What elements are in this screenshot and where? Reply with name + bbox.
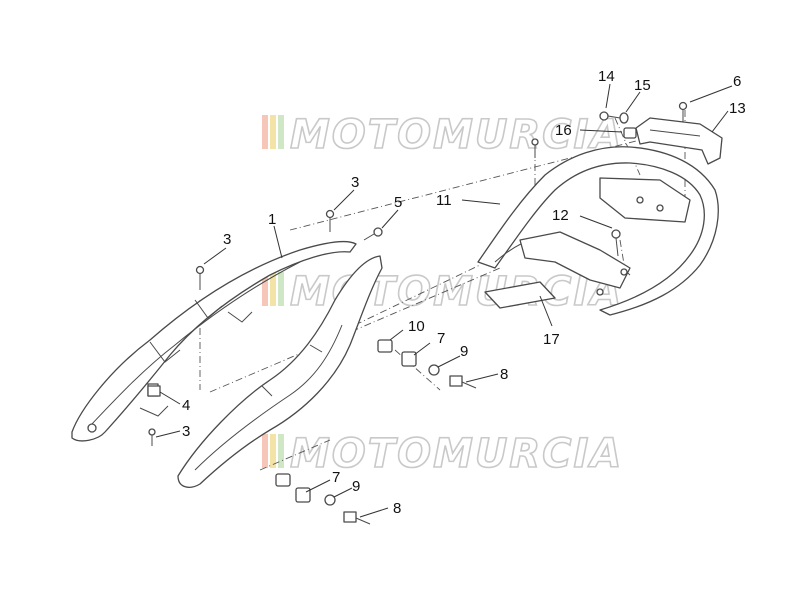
rear-luggage-rack [477, 146, 719, 316]
callout-labels: 14 15 6 13 16 11 12 17 3 5 1 3 10 7 9 8 … [182, 68, 746, 517]
screw-icon [148, 428, 156, 446]
callout-12: 12 [552, 207, 569, 224]
watermark-middle: MOTOMURCIA [262, 268, 622, 316]
screw-icon [363, 227, 383, 241]
bushing-icon [295, 487, 311, 503]
rack-label-plate [484, 281, 556, 309]
spacer-icon [623, 127, 637, 139]
callout-15: 15 [634, 77, 651, 94]
watermark-bottom: MOTOMURCIA [262, 430, 623, 478]
watermark-top: MOTOMURCIA [262, 111, 623, 159]
callout-1: 1 [268, 211, 276, 228]
callout-17: 17 [543, 331, 560, 348]
washer-icon [619, 112, 629, 124]
rack-handle-grip [635, 117, 723, 165]
left-side-fairing [71, 240, 357, 442]
callout-8: 8 [500, 366, 508, 383]
screw-icon [531, 138, 539, 158]
spacer-icon [275, 473, 291, 487]
callout-16: 16 [555, 122, 572, 139]
callout-3: 3 [351, 174, 359, 191]
spacer-icon [377, 339, 393, 353]
screw-icon [599, 111, 621, 121]
bolt-icon [343, 511, 371, 525]
screw-icon [195, 265, 205, 290]
washer-icon [428, 364, 440, 376]
callout-3: 3 [223, 231, 231, 248]
callout-3: 3 [182, 423, 190, 440]
callout-14: 14 [598, 68, 615, 85]
callout-9: 9 [352, 478, 360, 495]
lower-tail-cover [177, 255, 383, 488]
watermark-text: MOTOMURCIA [290, 112, 623, 158]
callout-5: 5 [394, 194, 402, 211]
callout-9: 9 [460, 343, 468, 360]
hardware-group [147, 101, 688, 525]
screw-icon [678, 101, 688, 122]
screw-icon [325, 209, 335, 232]
callout-6: 6 [733, 73, 741, 90]
washer-icon [324, 494, 336, 506]
callout-11: 11 [436, 192, 452, 209]
clip-nut-icon [147, 385, 161, 397]
callout-4: 4 [182, 397, 190, 414]
screw-icon [611, 229, 621, 257]
callout-10: 10 [408, 318, 425, 335]
callout-7: 7 [437, 330, 445, 347]
bolt-icon [449, 375, 477, 389]
bushing-icon [401, 351, 417, 367]
callout-13: 13 [729, 100, 746, 117]
callout-8: 8 [393, 500, 401, 517]
callout-7: 7 [332, 469, 340, 486]
leader-lines [155, 83, 733, 518]
watermark-text: MOTOMURCIA [290, 431, 623, 477]
